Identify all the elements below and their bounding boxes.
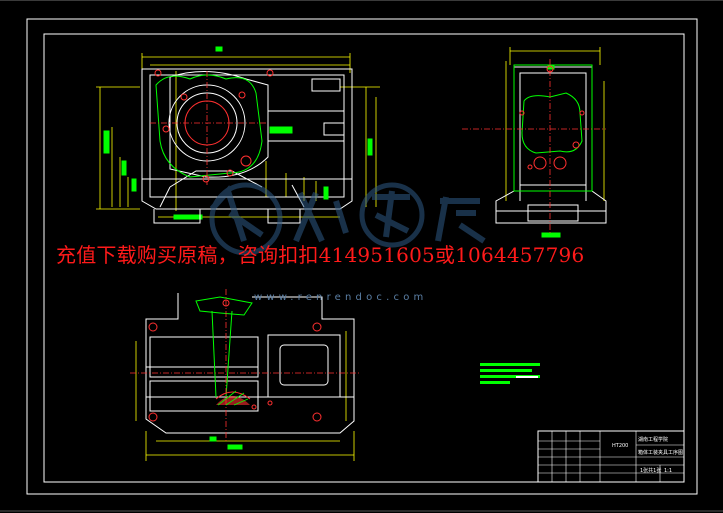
top-view-holes: [148, 299, 322, 422]
title-block-school: 湖南工程学院: [638, 436, 668, 443]
title-block-drawing-title: 箱体工装夹具工序图: [638, 449, 683, 456]
side-view-dimensions: [505, 47, 605, 201]
front-view: [96, 46, 380, 224]
top-view-fixture-outline: [195, 296, 253, 450]
side-view-holes: [519, 65, 585, 170]
renrendoc-logo: [209, 182, 486, 256]
front-view-fixture-outline: [103, 46, 373, 220]
front-view-center-lines: [150, 71, 268, 185]
inner-frame: [43, 33, 685, 483]
side-view: [462, 47, 607, 238]
technical-requirements: [480, 363, 540, 384]
front-view-holes: [154, 69, 274, 183]
side-view-body: [495, 66, 607, 224]
top-view-body: [145, 293, 355, 434]
top-view-dimensions: [135, 331, 355, 461]
watermark-url: www.renrendoc.com: [254, 292, 428, 303]
top-view-section-hatch: [216, 390, 250, 406]
front-view-body: [141, 68, 353, 210]
title-block: 湖南工程学院 箱体工装夹具工序图 HT200 1张共1张 1:1: [537, 430, 685, 483]
top-view: [130, 289, 360, 461]
side-view-center-lines: [462, 59, 606, 233]
watermark-text: 充值下载购买原稿，咨询扣扣414951605或1064457796: [56, 243, 585, 267]
top-view-center-lines: [130, 289, 360, 441]
title-block-sheet: 1张共1张: [640, 467, 661, 474]
title-block-material: HT200: [612, 443, 628, 449]
outer-frame: [26, 18, 698, 495]
side-view-fixture-outline: [513, 64, 593, 238]
title-block-scale: 1:1: [664, 468, 672, 474]
